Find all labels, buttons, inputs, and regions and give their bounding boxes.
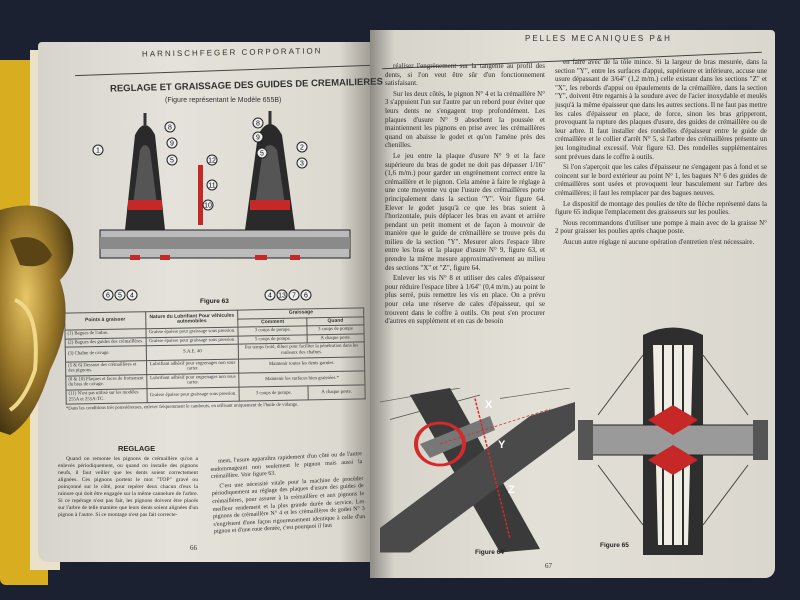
cell-how: 3 coups de pompe. — [239, 385, 309, 402]
running-head-right: PELLES MECANIQUES P&H — [525, 34, 672, 43]
left-page — [38, 42, 373, 562]
callout-circle — [206, 154, 218, 166]
page-number-right: 67 — [545, 562, 552, 570]
callout-circle — [166, 137, 178, 149]
label-y: Y — [498, 439, 506, 451]
callout-circle — [206, 179, 218, 191]
paragraph: Si l'on s'aperçoit que les cales d'épais… — [555, 163, 767, 197]
paragraph: Nous recommandons d'utiliser une pompe à… — [555, 218, 767, 236]
callout-label: 5 — [170, 158, 174, 165]
callout-circle — [300, 289, 312, 301]
callout-label: 2 — [300, 145, 304, 152]
paragraph: Sur les deux côtés, le pignon N° 4 et la… — [385, 89, 545, 150]
callout-label: 9 — [256, 135, 260, 142]
brass-door-knocker — [0, 205, 74, 435]
callout-label: 8 — [168, 125, 172, 132]
callout-label: 12 — [208, 158, 216, 165]
callout-circle — [114, 289, 126, 301]
label-x: X — [485, 399, 493, 411]
callout-label: 6 — [304, 293, 308, 300]
figure-63-diagram: 1 8 9 5 12 11 10 8 9 5 2 3 6 5 4 4 13 7 6 — [92, 111, 351, 301]
figure-subtitle: (Figure représentant le Modèle 655B) — [165, 97, 282, 104]
highlight-circle — [414, 421, 466, 467]
callout-label: 10 — [204, 203, 212, 210]
figure-65-caption: Figure 65 — [600, 542, 629, 549]
callout-label: 13 — [278, 293, 286, 300]
callout-label: 9 — [170, 141, 174, 148]
callout-circle — [252, 117, 264, 129]
callout-label: 5 — [260, 151, 264, 158]
paragraph: Le dispositif de montage des poulies de … — [555, 199, 767, 217]
left-column-1: Quand on remonte les pignons de crémaill… — [58, 456, 198, 521]
callout-label: 1 — [96, 148, 100, 155]
callout-label: 7 — [292, 293, 296, 300]
left-column-2: ment, l'usure apparaîtra rapidement d'un… — [210, 451, 366, 539]
cell-when: A chaque poste. — [308, 384, 366, 401]
shaft-core — [100, 237, 350, 249]
callout-circle — [276, 289, 288, 301]
callout-circle — [252, 131, 264, 143]
callout-circle — [256, 147, 268, 159]
callout-circle — [288, 289, 300, 301]
callout-circle — [202, 199, 214, 211]
callout-circle — [126, 289, 138, 301]
cell-lubricant: Graisse épaisse pour graissage sous pres… — [146, 387, 240, 403]
callout-circle — [296, 141, 308, 153]
label-z: Z — [508, 484, 515, 496]
dipper-stick — [380, 402, 575, 553]
right-column-2: en faire avec de la tôle mince. Si la la… — [555, 58, 767, 248]
header-lubricant: Nature du Lubrifiant Pour véhicules auto… — [145, 310, 239, 329]
paragraph: Le jeu entre la plaque d'usure N° 9 et l… — [385, 151, 545, 272]
paragraph: C'est une nécessité vitale pour la machi… — [211, 475, 366, 536]
section-heading-reglage: REGLAGE — [118, 444, 156, 453]
callout-label: 5 — [118, 293, 122, 300]
left-gear-housing — [125, 113, 165, 230]
callout-label: 4 — [268, 293, 272, 300]
lubrication-table-block: Points à graisser Nature du Lubrifiant P… — [64, 307, 366, 412]
callout-label: 8 — [256, 121, 260, 128]
callout-circle — [92, 144, 104, 156]
lubrication-table: Points à graisser Nature du Lubrifiant P… — [64, 307, 366, 405]
callout-circle — [164, 121, 176, 133]
figure-65-diagram: Figure 65 — [578, 327, 768, 555]
figure-64-diagram: X Y Z Figure 64 — [380, 388, 575, 556]
paragraph: Quand on remonte les pignons de crémaill… — [58, 456, 198, 518]
section-dimension-line — [474, 398, 511, 539]
callout-circle — [264, 289, 276, 301]
page-number-left: 66 — [190, 544, 197, 552]
callout-label: 6 — [106, 293, 110, 300]
callout-label: 4 — [130, 293, 134, 300]
paragraph: Enlever les vis N° 8 et utiliser des cal… — [385, 274, 545, 326]
callout-label: 11 — [208, 183, 215, 190]
callout-circle — [296, 157, 308, 169]
right-gear-housing — [245, 111, 295, 230]
callout-circle — [102, 289, 114, 301]
figure-63-caption: Figure 63 — [200, 298, 229, 305]
paragraph: réaliser l'engrènement sur la tangente a… — [385, 62, 545, 88]
paragraph: en faire avec de la tôle mince. Si la la… — [555, 58, 767, 161]
callout-circle — [166, 154, 178, 166]
figure-64-caption: Figure 64 — [475, 549, 504, 556]
right-column-1: réaliser l'engrènement sur la tangente a… — [385, 62, 545, 328]
callout-label: 3 — [300, 161, 304, 168]
paragraph: Aucun autre réglage ni aucune opération … — [563, 237, 755, 246]
grease-fitting — [198, 165, 203, 225]
